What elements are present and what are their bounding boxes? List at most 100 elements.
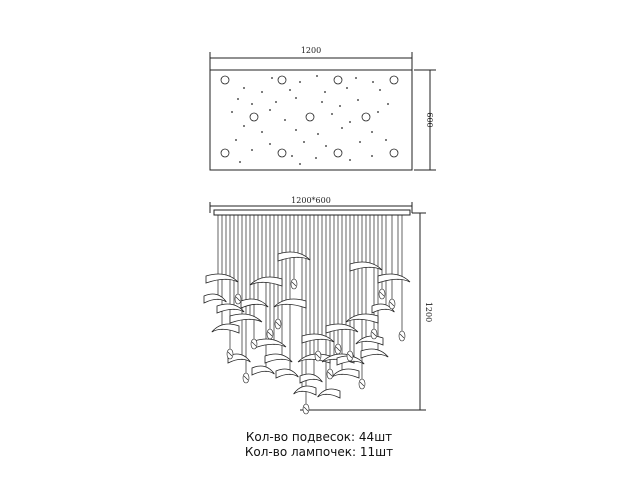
pendant-dot: [284, 119, 286, 121]
glass-swirl: [229, 313, 263, 324]
glass-swirl: [205, 273, 239, 284]
crystal-facet: [267, 331, 273, 337]
pendant-dot: [349, 159, 351, 161]
crystal-facet: [399, 333, 405, 339]
pendant-dot: [317, 133, 319, 135]
glass-swirl: [377, 273, 411, 284]
glass-swirl: [345, 313, 379, 324]
crystal-facet: [227, 351, 233, 357]
pendant-dot: [237, 98, 239, 100]
crystal-facet: [327, 371, 333, 377]
crystal-facet: [315, 353, 321, 359]
pendant-dot: [239, 161, 241, 163]
pendant-dot: [269, 143, 271, 145]
glass-swirl: [240, 298, 269, 309]
pendant-dot: [275, 101, 277, 103]
pendant-dot: [359, 141, 361, 143]
pendant-dot: [339, 105, 341, 107]
glass-swirl: [331, 368, 360, 379]
lamps-count: Кол-во лампочек: 11шт: [0, 445, 638, 459]
glass-swirl: [273, 298, 307, 309]
glass-swirl: [203, 293, 227, 304]
pendant-dot: [379, 89, 381, 91]
lamp-circle: [361, 112, 371, 122]
glass-swirl: [253, 338, 287, 349]
glass-swirl: [216, 303, 245, 314]
crystal-facet: [389, 301, 395, 307]
pendants-value: 44шт: [358, 430, 393, 444]
crystal-facet: [251, 341, 257, 347]
pendant-dot: [387, 103, 389, 105]
glass-swirl: [227, 353, 251, 364]
crystal-facet: [235, 296, 241, 302]
pendant-dot: [372, 81, 374, 83]
canopy-side-bar: [213, 209, 411, 216]
pendant-dot: [269, 109, 271, 111]
pendant-dot: [385, 139, 387, 141]
pendant-dot: [251, 149, 253, 151]
pendant-dot: [261, 91, 263, 93]
lamp-circle: [305, 112, 315, 122]
glass-swirl: [301, 333, 335, 344]
pendants-label: Кол-во подвесок:: [245, 430, 356, 444]
pendant-dot: [289, 89, 291, 91]
pendant-dot: [299, 81, 301, 83]
glass-swirl: [275, 368, 299, 379]
pendants-count: Кол-во подвесок: 44шт: [0, 430, 638, 444]
pendant-dots: [231, 75, 389, 165]
top-view: [209, 52, 436, 171]
pendant-dot: [303, 141, 305, 143]
glass-swirl: [349, 261, 383, 272]
pendant-dot: [331, 113, 333, 115]
lamp-circle: [249, 112, 259, 122]
glass-swirls: [203, 251, 411, 399]
side-size-label: 1200*600: [291, 196, 331, 205]
pendant-dot: [316, 75, 318, 77]
crystal-facet: [335, 346, 341, 352]
crystal-facet: [359, 381, 365, 387]
pendant-dot: [355, 77, 357, 79]
glass-swirl: [249, 276, 283, 287]
glass-swirl: [293, 385, 317, 396]
pendant-dot: [315, 157, 317, 159]
lamp-circle: [277, 148, 287, 158]
canopy-top-outline: [209, 69, 413, 171]
crystal-facet: [291, 281, 297, 287]
lamp-circle: [333, 148, 343, 158]
lamps-value: 11шт: [359, 445, 394, 459]
lamp-circle: [277, 75, 287, 85]
pendant-dot: [235, 139, 237, 141]
crystal-facet: [303, 406, 309, 412]
crystal-facet: [243, 375, 249, 381]
side-view: [203, 202, 426, 415]
crystal-drops: [226, 278, 406, 415]
pendant-dot: [251, 103, 253, 105]
pendant-dot: [291, 155, 293, 157]
glass-swirl: [325, 323, 359, 334]
lamp-circle: [220, 148, 230, 158]
glass-swirl: [355, 335, 384, 346]
crystal-facet: [379, 291, 385, 297]
pendant-dot: [321, 101, 323, 103]
pendant-dot: [261, 131, 263, 133]
pendant-dot: [371, 131, 373, 133]
pendant-dot: [271, 77, 273, 79]
lamp-circles: [220, 75, 399, 158]
crystal-facet: [371, 331, 377, 337]
top-width-label: 1200: [301, 46, 321, 55]
pendant-dot: [299, 163, 301, 165]
glass-swirl: [251, 365, 275, 376]
pendant-dot: [295, 97, 297, 99]
pendant-dot: [371, 155, 373, 157]
crystal-facet: [275, 321, 281, 327]
lamp-circle: [389, 148, 399, 158]
pendant-dot: [325, 145, 327, 147]
glass-swirl: [360, 348, 389, 359]
pendant-dot: [349, 121, 351, 123]
pendant-dot: [377, 111, 379, 113]
lamp-circle: [389, 75, 399, 85]
pendant-dot: [231, 111, 233, 113]
pendant-dot: [243, 87, 245, 89]
crystal-facet: [347, 353, 353, 359]
pendant-dot: [341, 127, 343, 129]
